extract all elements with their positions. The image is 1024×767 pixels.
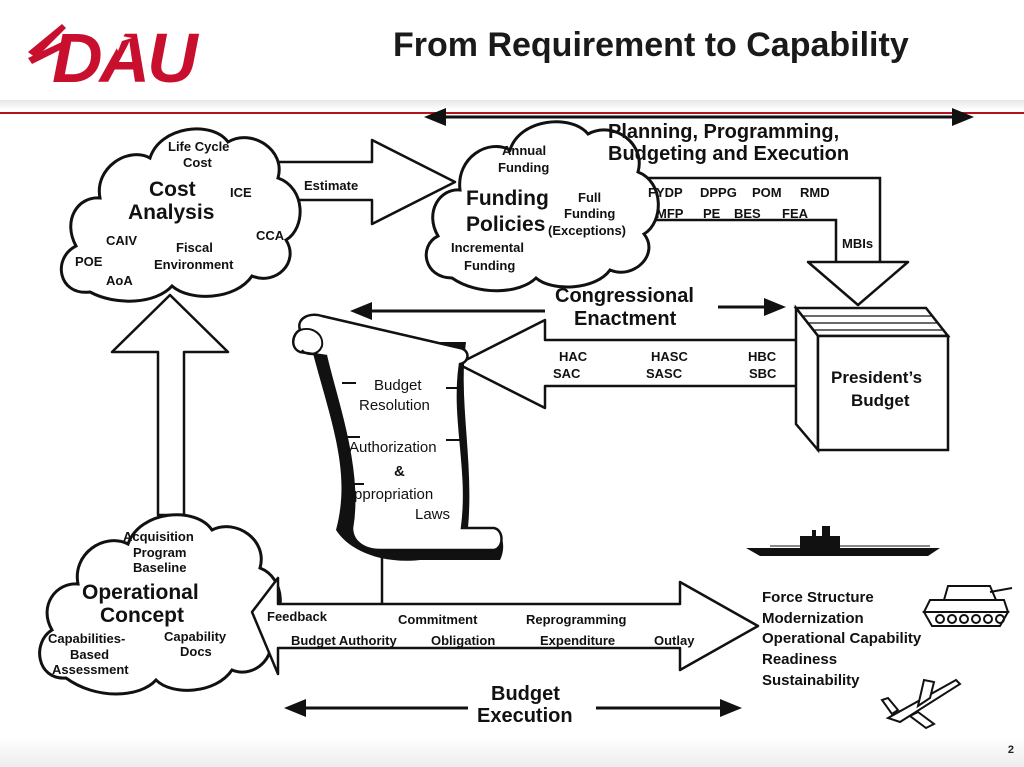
funding-policies-title-1: Funding xyxy=(466,187,549,210)
requirement-up-arrow xyxy=(110,293,230,517)
life-cycle-label-1: Life Cycle xyxy=(168,139,229,154)
budget-resolution-2: Resolution xyxy=(359,397,430,414)
authorization-label: Authorization xyxy=(349,439,437,456)
capdocs-label-1: Capability xyxy=(164,629,227,644)
operational-concept-title-1: Operational xyxy=(82,581,199,604)
laws-label: Laws xyxy=(415,506,450,523)
ppbe-mfp: MFP xyxy=(656,206,684,221)
header-shadow xyxy=(0,100,1024,110)
slide-header xyxy=(0,0,1024,100)
mbis-down-arrow xyxy=(806,260,910,307)
outcome-sustainability: Sustainability xyxy=(762,672,860,689)
slide-footer xyxy=(0,737,1024,767)
sasc-label: SASC xyxy=(646,366,683,381)
cba-label-3: Assessment xyxy=(52,662,129,677)
budget-execution-title-2: Execution xyxy=(477,705,573,727)
cba-label-2: Based xyxy=(70,647,109,662)
jet-icon xyxy=(880,678,962,730)
fiscal-label-1: Fiscal xyxy=(176,240,213,255)
hac-label: HAC xyxy=(559,349,588,364)
tank-icon xyxy=(922,585,1013,627)
ppbe-bes: BES xyxy=(734,206,761,221)
incremental-label-2: Funding xyxy=(464,258,515,273)
ppbe-fea: FEA xyxy=(782,206,809,221)
funding-policies-title-2: Policies xyxy=(466,213,545,236)
operational-concept-title-2: Concept xyxy=(100,604,184,627)
outcome-force-structure: Force Structure xyxy=(762,589,874,606)
sac-label: SAC xyxy=(553,366,581,381)
apb-label-3: Baseline xyxy=(133,560,186,575)
estimate-label: Estimate xyxy=(304,178,358,193)
dau-logo: DAU xyxy=(22,14,212,97)
funding-policies-cloud xyxy=(424,120,660,293)
aoa-label: AoA xyxy=(106,273,133,288)
hbc-label: HBC xyxy=(748,349,777,364)
annual-label-1: Annual xyxy=(502,143,546,158)
appropriation-label: Appropriation xyxy=(344,486,433,503)
enactment-arrow xyxy=(456,318,802,410)
ppbe-title-2: Budgeting and Execution xyxy=(608,143,849,165)
life-cycle-label-2: Cost xyxy=(183,155,213,170)
commitment-label: Commitment xyxy=(398,612,478,627)
full-label-1: Full xyxy=(578,190,601,205)
presidents-budget-box xyxy=(793,304,951,454)
congressional-arrow xyxy=(350,298,786,320)
execution-arrow xyxy=(250,576,760,676)
ppbe-dppg: DPPG xyxy=(700,185,737,200)
cost-analysis-title-2: Analysis xyxy=(128,201,214,224)
apb-label-2: Program xyxy=(133,545,186,560)
operational-concept-cloud xyxy=(38,513,282,696)
budget-execution-arrow xyxy=(284,699,742,717)
ppbe-timeline-arrow xyxy=(424,108,974,126)
budget-execution-title-1: Budget xyxy=(491,683,560,705)
capdocs-label-2: Docs xyxy=(180,644,212,659)
page-number: 2 xyxy=(1007,744,1014,756)
cost-analysis-cloud xyxy=(59,127,302,303)
ppbe-fydp: FYDP xyxy=(648,185,683,200)
full-label-2: Funding xyxy=(564,206,615,221)
presidents-budget-2: Budget xyxy=(851,391,910,410)
annual-label-2: Funding xyxy=(498,160,549,175)
feedback-label: Feedback xyxy=(267,609,328,624)
ppbe-connector xyxy=(600,176,882,265)
mbis-label: MBIs xyxy=(842,236,873,251)
hasc-label: HASC xyxy=(651,349,688,364)
presidents-budget-1: President’s xyxy=(831,368,922,387)
ship-icon xyxy=(746,526,940,556)
ppbe-title-1: Planning, Programming, xyxy=(608,121,839,143)
congressional-title-1: Congressional xyxy=(555,285,694,307)
reprogramming-label: Reprogramming xyxy=(526,612,626,627)
budget-authority-label: Budget Authority xyxy=(291,633,397,648)
cba-label-1: Capabilities- xyxy=(48,631,125,646)
budget-resolution-1: Budget xyxy=(374,377,422,394)
poe-label: POE xyxy=(75,254,103,269)
outcome-readiness: Readiness xyxy=(762,651,837,668)
header-rule xyxy=(0,112,1024,114)
apb-label-1: Acquisition xyxy=(123,529,194,544)
obligation-label: Obligation xyxy=(431,633,495,648)
full-label-3: (Exceptions) xyxy=(548,223,626,238)
ampersand-label: & xyxy=(394,463,405,480)
slide-title: From Requirement to Capability xyxy=(393,26,909,64)
fiscal-label-2: Environment xyxy=(154,257,234,272)
congressional-title-2: Enactment xyxy=(574,308,677,330)
ppbe-pe: PE xyxy=(703,206,721,221)
cca-label: CCA xyxy=(256,228,285,243)
ppbe-pom: POM xyxy=(752,185,782,200)
svg-text:DAU: DAU xyxy=(52,19,199,90)
outlay-label: Outlay xyxy=(654,633,695,648)
caiv-label: CAIV xyxy=(106,233,137,248)
outcome-operational-capability: Operational Capability xyxy=(762,630,922,647)
ppbe-rmd: RMD xyxy=(800,185,830,200)
sbc-label: SBC xyxy=(749,366,777,381)
legislation-scroll xyxy=(292,313,504,561)
ice-label: ICE xyxy=(230,185,252,200)
expenditure-label: Expenditure xyxy=(540,633,615,648)
cost-analysis-title-1: Cost xyxy=(149,178,196,201)
outcome-modernization: Modernization xyxy=(762,610,864,627)
incremental-label-1: Incremental xyxy=(451,240,524,255)
